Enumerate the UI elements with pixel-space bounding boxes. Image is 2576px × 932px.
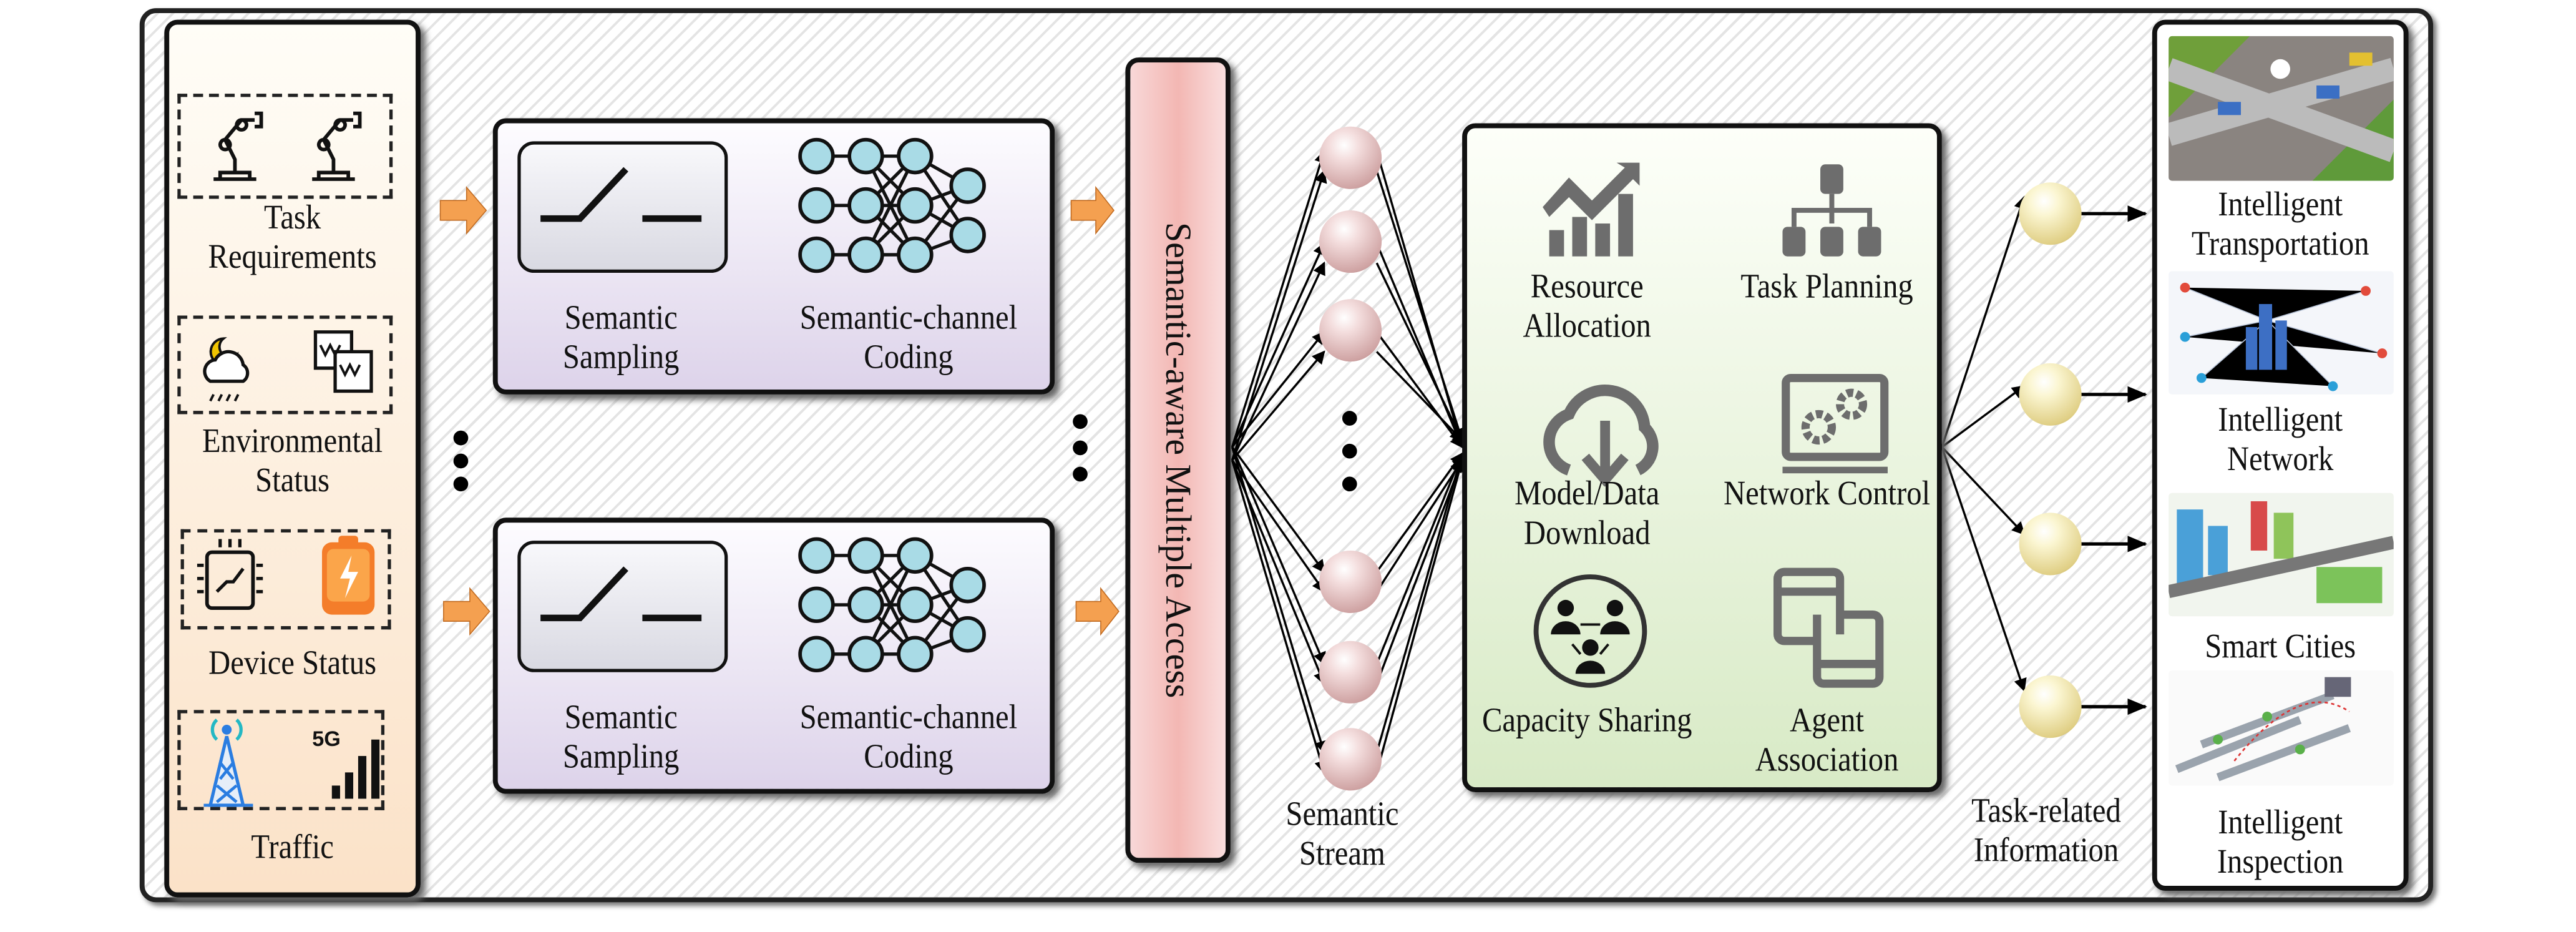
semantic-sampling-label: Semantic Sampling [562,697,680,776]
device-status-box [180,529,391,630]
hierarchy-icon [1782,164,1881,257]
function-label: Agent Association [1755,700,1899,779]
semantic-stream-sphere [1319,126,1382,189]
neural-network-icon [798,137,986,273]
gears-monitor-icon [1782,373,1889,474]
pipeline-bottom: Semantic Sampling Semantic-channel Codin… [492,518,1055,794]
waveform-windows-icon [313,330,373,393]
task-info-sphere [2019,675,2082,738]
ellipsis-dot [1342,443,1357,459]
semantic-stream-sphere [1319,550,1382,613]
function-label: Model/Data Download [1514,473,1660,552]
function-label: Task Planning [1740,266,1913,306]
semantic-stream-label: Semantic Stream [1286,793,1399,873]
robot-arm-icon [213,111,362,181]
input-label: Task Requirements [208,197,377,277]
ellipsis-dot [1342,476,1357,492]
environmental-status-box [177,315,393,414]
input-label: Environmental Status [202,420,383,500]
semantic-sampling-label: Semantic Sampling [562,297,680,376]
pipeline-top: Semantic Sampling Semantic-channel Codin… [492,118,1055,395]
5g-signal-icon [331,739,380,799]
ellipsis-dot [453,476,469,492]
ellipsis-dot [1342,411,1357,426]
semantic-stream-sphere [1319,210,1382,273]
semantic-stream-sphere [1319,728,1382,791]
input-panel [164,19,421,898]
application-label: Intelligent Transportation [2191,184,2369,263]
input-label: Device Status [208,642,377,682]
users-circle-icon [1533,574,1647,688]
application-label: Smart Cities [2205,626,2356,666]
switch-icon [517,141,728,273]
semantic-stream-sphere [1319,640,1382,704]
neural-network-icon [798,537,986,673]
intelligent-inspection-image [2169,670,2394,786]
application-label: Intelligent Inspection [2217,802,2344,881]
orange-arrow-icon [439,185,487,235]
ellipsis-dot [1073,466,1088,482]
cloud-download-icon [1543,385,1659,487]
function-label: Resource Allocation [1523,266,1651,345]
ellipsis-dot [1073,414,1088,429]
smart-cities-image [2169,493,2394,617]
task-info-sphere [2019,363,2082,426]
semantic-stream-sphere [1319,299,1382,362]
intelligent-transportation-image [2169,36,2394,181]
task-info-sphere [2019,513,2082,576]
orange-arrow-icon [443,587,490,636]
ellipsis-dot [453,430,469,446]
linked-windows-icon [1773,567,1884,688]
switch-icon [517,541,728,672]
application-label: Intelligent Network [2218,399,2343,479]
intelligent-network-image [2169,271,2394,395]
5g-label: 5G [312,726,341,752]
function-label: Capacity Sharing [1481,700,1692,740]
orange-arrow-icon [1075,587,1120,636]
chip-switch-icon [197,536,375,615]
semantic-channel-coding-label: Semantic-channel Coding [799,297,1018,376]
semantic-channel-coding-label: Semantic-channel Coding [799,697,1018,776]
function-label: Network Control [1724,473,1931,513]
task-info-label: Task-related Information [1971,790,2121,870]
input-label: Traffic [251,827,334,866]
cell-tower-icon [203,719,380,807]
task-requirements-box [177,94,393,199]
orange-arrow-icon [1070,185,1115,235]
multiple-access-bar [1125,57,1231,863]
battery-charging-icon [322,536,375,615]
weather-night-rain-icon [203,330,373,402]
task-info-sphere [2019,182,2082,245]
bar-chart-trend-icon [1543,162,1640,257]
functions-panel: Resource Allocation Task Planning Model/… [1462,123,1942,792]
ellipsis-dot [453,453,469,469]
traffic-box: 5G [177,710,385,810]
ellipsis-dot [1073,440,1088,456]
